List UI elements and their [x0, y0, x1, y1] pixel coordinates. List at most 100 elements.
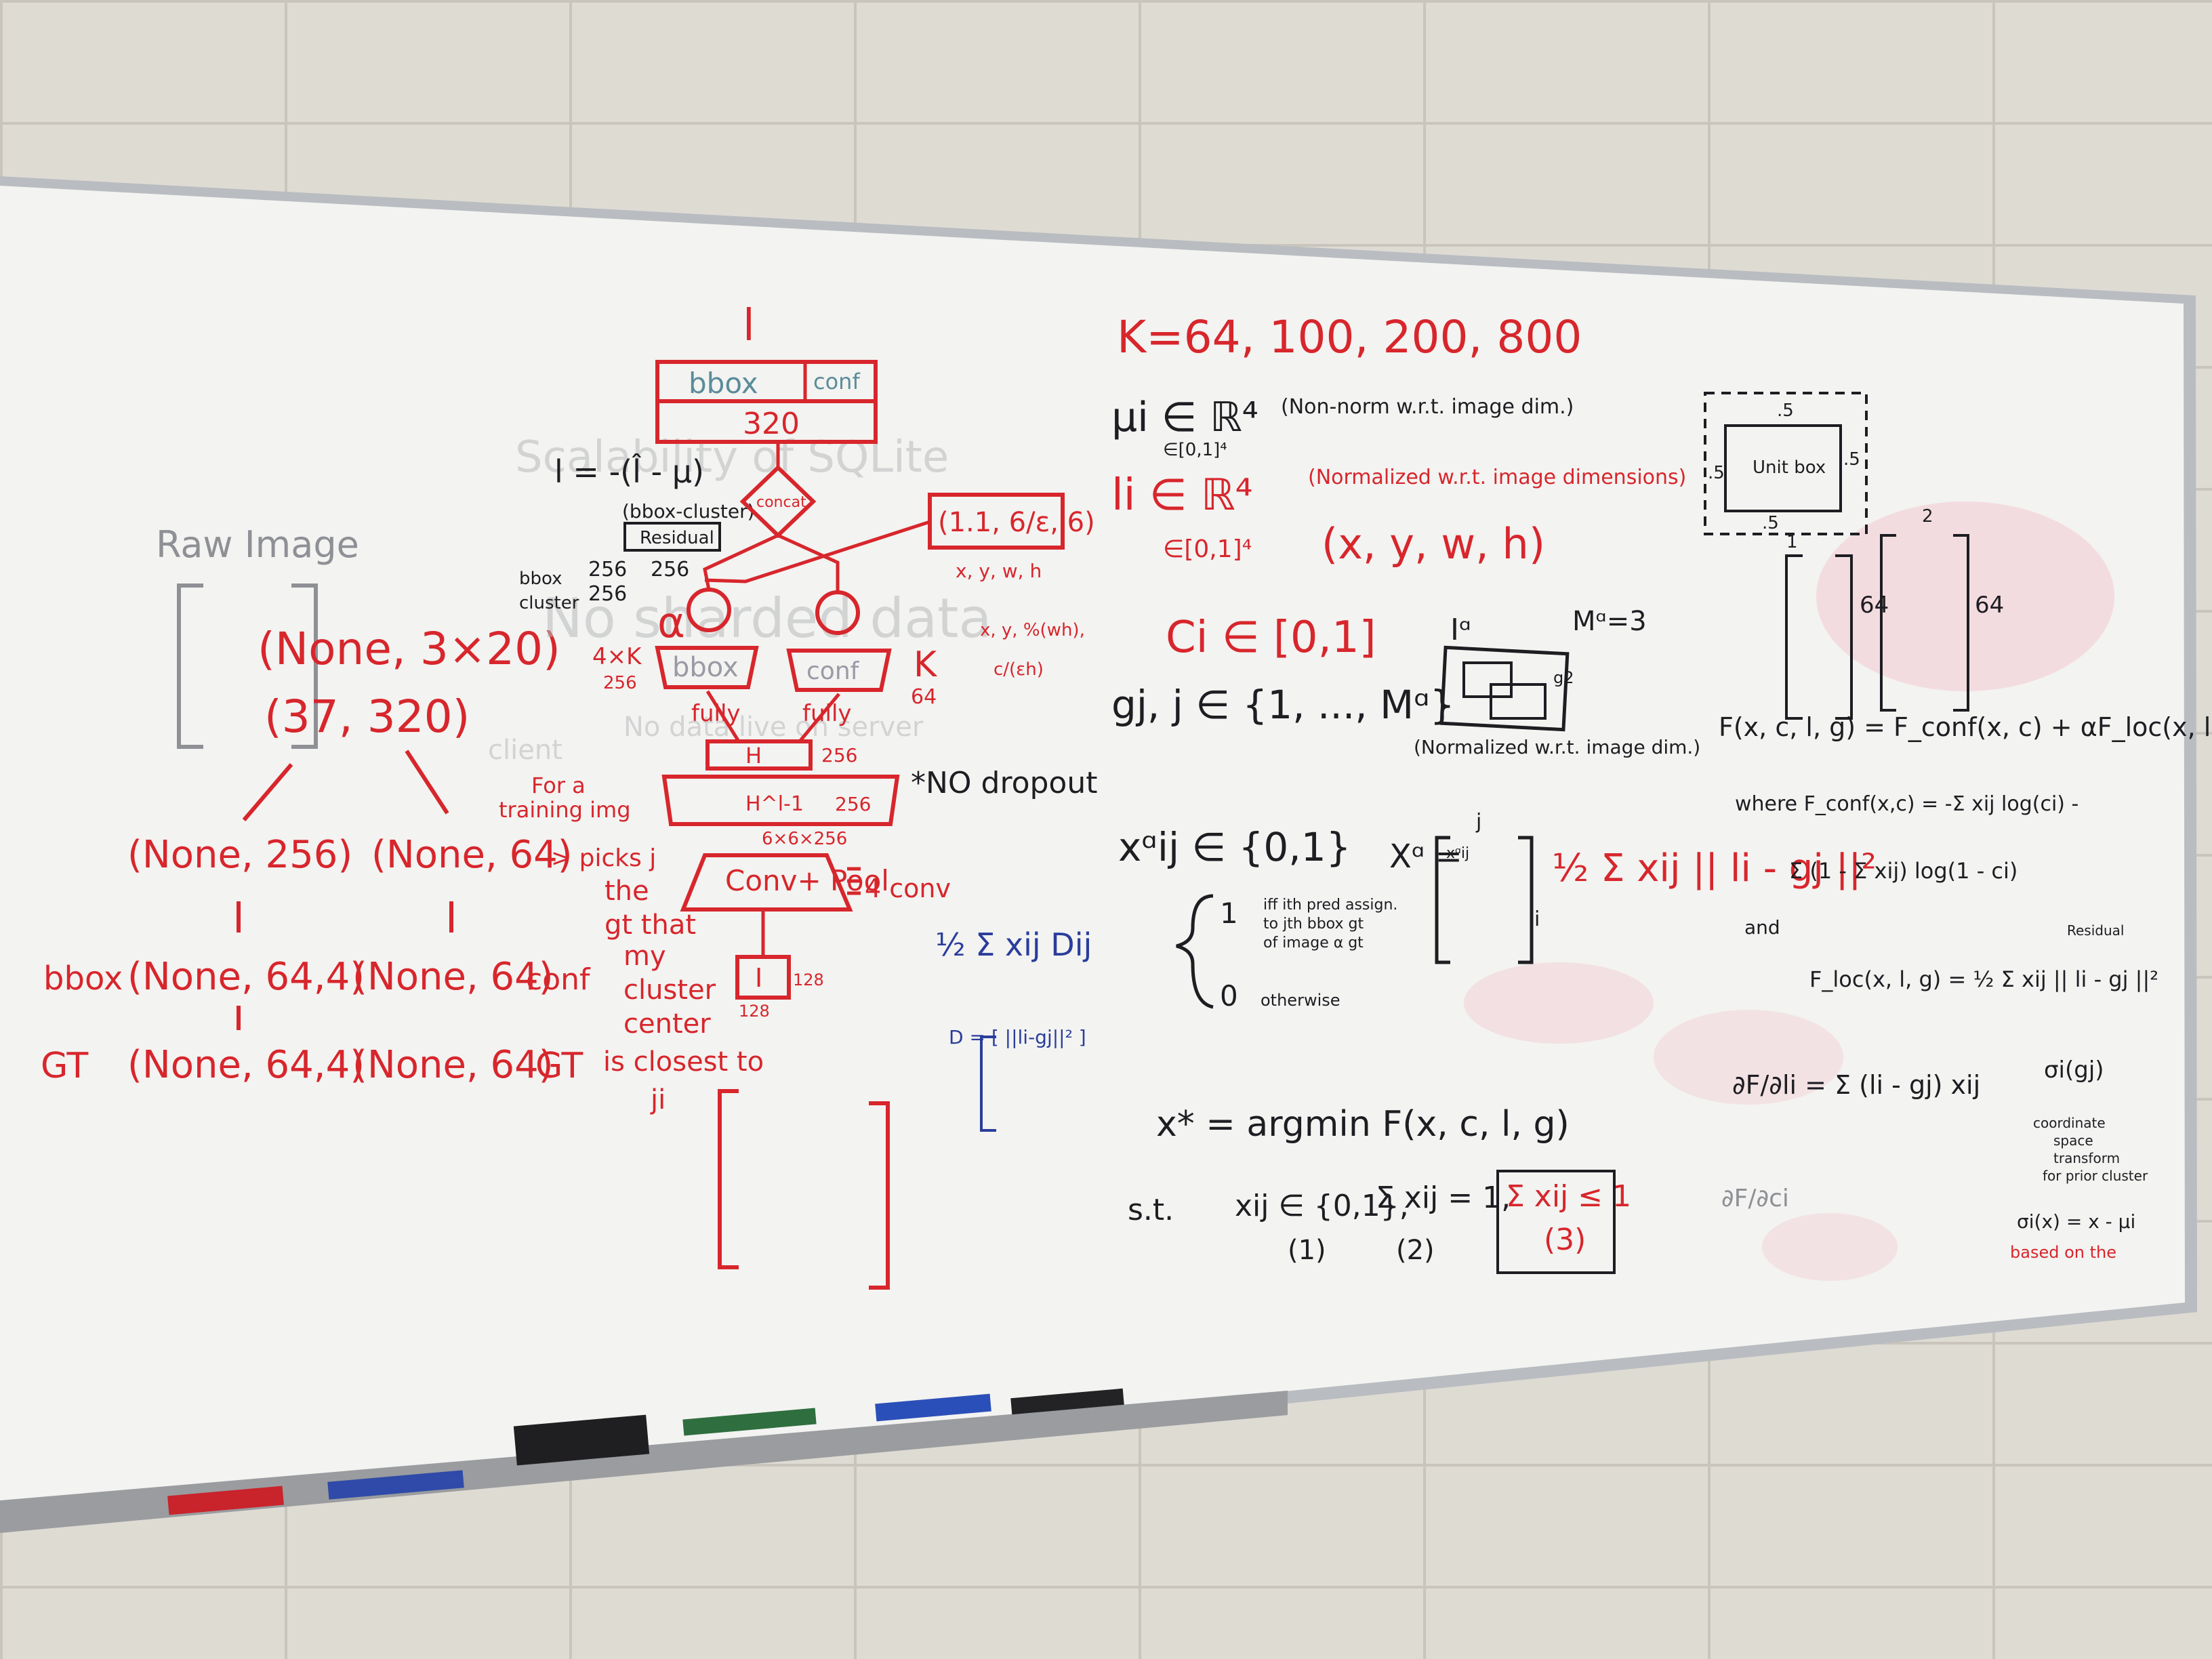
four-conv-label: 4 conv	[865, 874, 951, 903]
picks-note-7: is closest to	[603, 1046, 764, 1078]
dims-label: 6×6×256	[762, 829, 847, 849]
input-val-2: 128	[739, 1002, 770, 1021]
where-conf: where F_conf(x,c) = -Σ xij log(ci) -	[1735, 792, 2078, 816]
x-matrix-label: Xᵅ =	[1389, 838, 1462, 876]
conf-reshape: (None, 64)	[352, 955, 554, 999]
input-val-1: 128	[793, 970, 824, 989]
hidden-next-val: 256	[835, 793, 871, 815]
norm-note: (Normalized w.r.t. image dim.)	[1414, 736, 1700, 758]
split-arrows	[242, 750, 449, 821]
k-values: K=64, 100, 200, 800	[1117, 311, 1582, 363]
eraser-smudge	[1816, 501, 2114, 691]
conv-pool-block	[680, 853, 853, 912]
hidden-top-val: 256	[821, 744, 857, 766]
raw-image-bracket	[177, 583, 318, 749]
constraint-1: xij ∈ {0,1},	[1235, 1189, 1409, 1223]
network-diagram: l bbox conf 320 l = -(l̂ - μ) (bbox-clus…	[499, 301, 1098, 1290]
blue-bracket	[980, 1036, 996, 1132]
four-k-label: 4×K	[592, 643, 642, 670]
c-def: Ci ∈ [0,1]	[1166, 613, 1376, 663]
otherwise-label: otherwise	[1261, 991, 1340, 1010]
constraint-3: Σ xij ≤ 1	[1506, 1179, 1631, 1214]
unit-box-inner	[1724, 424, 1842, 512]
no-dropout-note: *NO dropout	[911, 766, 1098, 800]
input-box	[735, 955, 791, 1000]
conf-cont: Σ (1 - Σ xij) log(1 - ci)	[1789, 858, 2018, 884]
bbox-row-val-1: 256	[588, 558, 627, 581]
gt-box-2	[1490, 683, 1547, 720]
gt-label-2: GT	[535, 1046, 583, 1086]
l-def: li ∈ ℝ⁴	[1111, 470, 1252, 520]
derivative-2: ∂F/∂ci	[1721, 1185, 1789, 1212]
raw-image-label: Raw Image	[156, 523, 359, 566]
sigma-label: σi(gj)	[2044, 1057, 2104, 1084]
coords-to-merge	[704, 520, 930, 583]
hidden-layer-next	[661, 775, 900, 826]
sixty-four-b: 64	[1975, 592, 2004, 619]
cluster-row-label: cluster	[519, 593, 579, 613]
transform-note-2: space	[2053, 1132, 2093, 1149]
derivative: ∂F/∂li = Σ (li - gj) xij	[1732, 1070, 1980, 1100]
case-brace	[1176, 894, 1214, 1009]
g-def: gj, j ∈ {1, ..., Mᵅ}	[1111, 682, 1455, 728]
subject-to: s.t.	[1128, 1193, 1174, 1227]
k-label: K	[914, 644, 938, 685]
x-matrix-cell: xᵅij	[1446, 845, 1469, 862]
image-alpha: Iᵅ	[1450, 613, 1471, 647]
marker-green	[682, 1408, 817, 1436]
marker-tray	[0, 1391, 1288, 1533]
j-index: j	[1475, 810, 1481, 834]
transform-note-3: transform	[2053, 1150, 2120, 1166]
left-section: Raw Image (None, 3×20) (37, 320) (None, …	[41, 523, 591, 1087]
conf-pred-shape: (None, 64)	[371, 833, 573, 877]
conv-stack-marks	[847, 867, 861, 895]
i-index: i	[1534, 907, 1540, 931]
ghost-no-data: No sharded data	[542, 587, 992, 650]
x-def-note-3: of image α gt	[1263, 935, 1364, 951]
hidden-layer-top	[705, 739, 813, 771]
bbox-cluster: (bbox-cluster)	[622, 500, 755, 523]
two-label: 2	[1922, 506, 1933, 527]
k-val: 64	[911, 685, 937, 709]
image-sketch	[1439, 645, 1570, 732]
vector-bracket-left	[1785, 554, 1853, 720]
vector-bracket-right	[1880, 534, 1969, 712]
training-note-2: training img	[499, 797, 631, 823]
eraser	[513, 1414, 650, 1466]
eraser-smudge	[1654, 1010, 1843, 1105]
blue-d-matrix: D = [ ||li-gj||² ]	[949, 1026, 1086, 1048]
unit-box-dashed	[1704, 392, 1868, 535]
eraser-smudge	[1464, 962, 1654, 1044]
residual-note: Residual	[2067, 922, 2124, 939]
conf-layer-label: conf	[806, 657, 860, 685]
cluster-row-val: 256	[588, 582, 627, 606]
gt-conf-shape: (None, 64)	[352, 1043, 554, 1087]
picks-note-4: my	[623, 941, 666, 972]
based-on-note: based on the	[2010, 1243, 2116, 1262]
ghost-server: No data live on server	[623, 712, 924, 743]
fully-label-2: fully	[802, 700, 852, 727]
mu-def: μi ∈ ℝ⁴	[1111, 394, 1258, 441]
ghost-client: client	[488, 735, 562, 766]
bbox-reshape: (None, 64,4)	[127, 955, 365, 999]
fully-lines	[705, 690, 840, 743]
alpha-symbol: α	[657, 598, 685, 647]
coords-box-label: (1.1, 6/ε, 6)	[938, 507, 1095, 538]
x-def-0: 0	[1220, 979, 1238, 1012]
constraint-3-box	[1496, 1170, 1616, 1274]
gt-bbox-shape: (None, 64,4)	[127, 1043, 365, 1087]
residual-box	[623, 522, 721, 552]
f-def: F(x, c, l, g) = F_conf(x, c) + αF_loc(x,…	[1719, 712, 2212, 742]
right-section: .5 .5 .5 .5 Unit box 1 64 2 64 F(x, c, l…	[1704, 392, 2212, 1262]
picks-note-3: gt that	[605, 909, 696, 941]
down-lines	[237, 901, 453, 1030]
bbox-pred-shape: (None, 256)	[127, 833, 352, 877]
m-alpha: Mᵅ=3	[1572, 606, 1647, 637]
dim-left: .5	[1708, 463, 1725, 483]
transform-note-1: coordinate	[2033, 1115, 2106, 1131]
output-box-bottom	[655, 399, 878, 444]
gt-label: GT	[41, 1046, 88, 1086]
argmin-eq: x* = argmin F(x, c, l, g)	[1156, 1104, 1570, 1145]
coords-sub-2: x, y, %(wh),	[980, 620, 1085, 640]
